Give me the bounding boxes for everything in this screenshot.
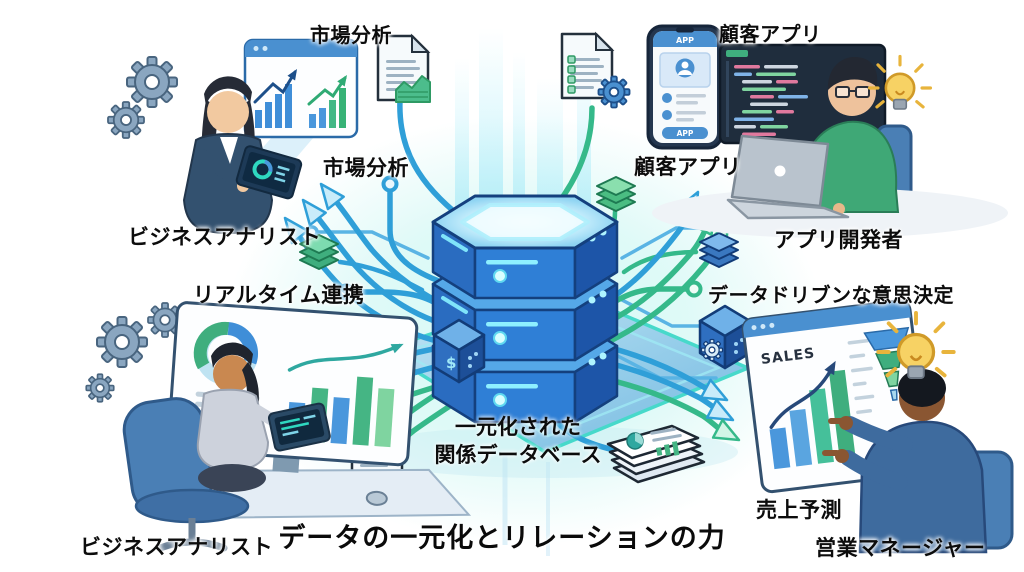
label-app-developer: アプリ開発者: [774, 228, 903, 252]
label-sales-forecast: 売上予測: [756, 498, 842, 522]
label-market-analysis-window: 市場分析: [310, 23, 392, 47]
chart-document-icon: [376, 34, 431, 103]
checklist-gear-document-icon: [560, 32, 631, 109]
browser-window-market-analysis: [243, 38, 359, 139]
cube-gear-icon: [698, 304, 752, 370]
phone-customer-app: APP APP: [646, 24, 724, 150]
label-central-database: 一元化された 関係データベース: [418, 413, 618, 470]
persona-sales-manager: SALES: [741, 299, 1014, 554]
tablet-icon: [267, 402, 331, 452]
gear-icon: [126, 56, 178, 108]
central-database-caption-line2: 関係データベース: [434, 443, 602, 468]
label-sales-manager: 営業マネージャー: [815, 536, 986, 560]
gear-icon: [85, 373, 115, 403]
persona-app-developer: APP APP: [646, 24, 1008, 238]
label-business-analyst-top: ビジネスアナリスト: [128, 225, 322, 249]
figure-man-pointing: [822, 369, 988, 554]
label-customer-app-flow: 顧客アプリ: [634, 155, 742, 179]
label-customer-app-phone: 顧客アプリ: [719, 22, 822, 46]
phone-header-label: APP: [676, 36, 694, 45]
laptop-icon: [726, 134, 850, 220]
main-title: データの一元化とリレーションの力: [278, 523, 726, 554]
persona-business-analyst-bottom: [85, 301, 472, 552]
sales-board-label: SALES: [760, 345, 816, 368]
phone-button-label: APP: [677, 129, 694, 138]
dollar-glyph: $: [446, 354, 456, 372]
central-database-icon: [431, 194, 619, 424]
gear-icon: [96, 316, 148, 368]
label-realtime-integration: リアルタイム連携: [193, 283, 365, 307]
chair-analyst: [122, 397, 250, 552]
figure-woman-seated: [196, 342, 301, 492]
tablet-icon: [235, 145, 303, 200]
central-database-caption-line1: 一元化された: [455, 415, 581, 439]
gear-icon: [107, 101, 145, 139]
label-data-driven-decision: データドリブンな意思決定: [708, 283, 954, 307]
persona-business-analyst-top: [107, 38, 359, 235]
cube-finance-icon: $: [432, 318, 486, 384]
report-stack-icon: [606, 424, 706, 484]
label-business-analyst-bottom: ビジネスアナリスト: [80, 535, 274, 559]
label-market-analysis-flow: 市場分析: [323, 156, 409, 180]
